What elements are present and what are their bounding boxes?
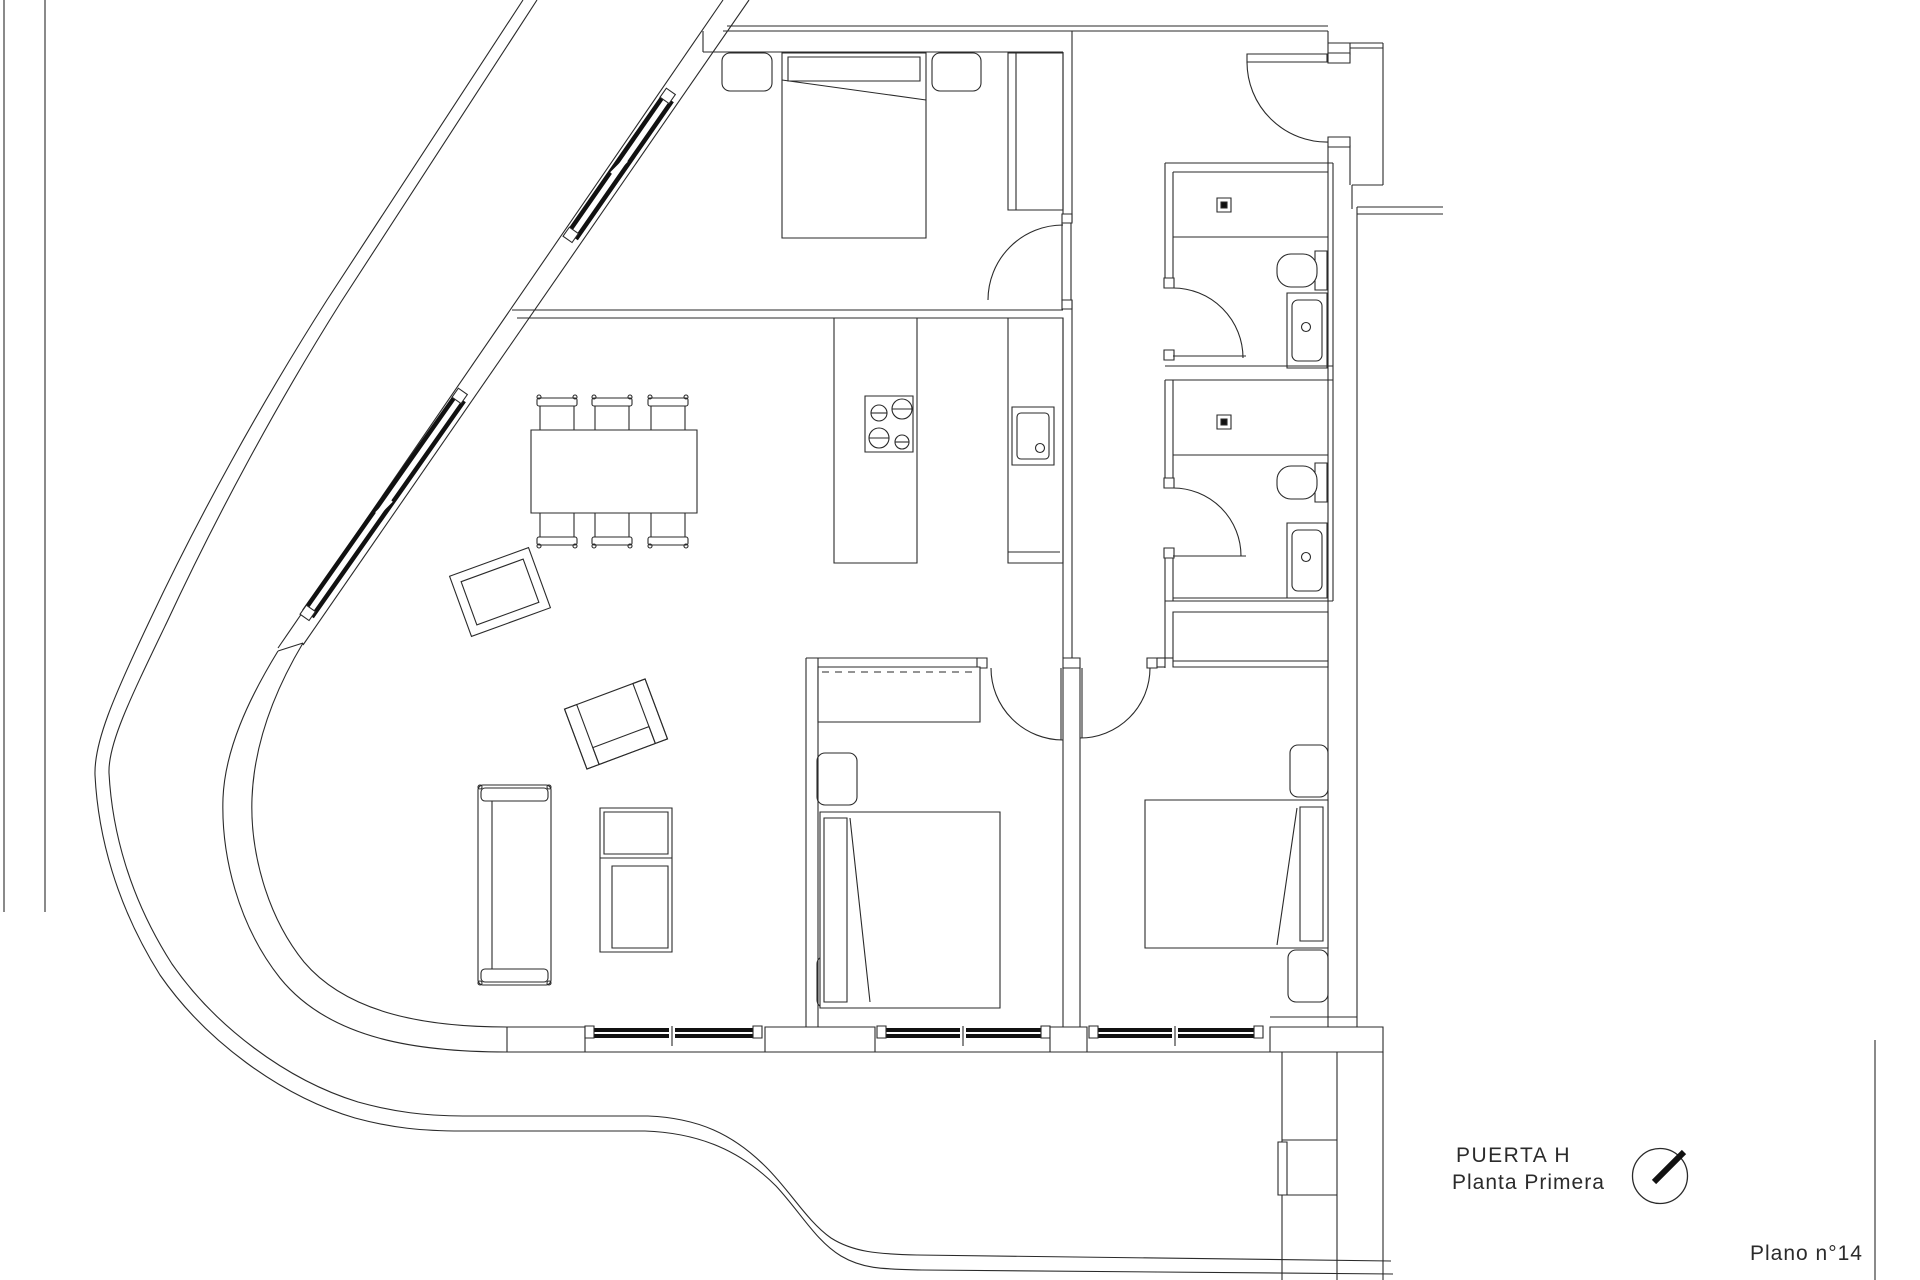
diagonal-window-lower (300, 388, 467, 620)
armchair-1 (450, 548, 551, 637)
dining-chairs-bottom (537, 513, 688, 548)
bedroom-1-door-arc (988, 225, 1063, 300)
stair-shaft (1278, 1052, 1383, 1280)
kitchen (531, 318, 1063, 563)
toilet (1277, 463, 1327, 502)
door-label: PUERTA H (1456, 1144, 1572, 1167)
road-edge-curves (4, 0, 1393, 1274)
bed-3 (1145, 800, 1328, 948)
bottom-facade (507, 1026, 1383, 1052)
wall-pier (1050, 1027, 1087, 1052)
sink-vanity (1287, 523, 1327, 598)
sofa (478, 785, 551, 985)
kitchen-counter-sink (1008, 318, 1063, 563)
nightstand (817, 753, 857, 805)
bathroom-2 (1164, 380, 1333, 668)
wardrobe-3 (1173, 612, 1328, 667)
closet-1 (1008, 53, 1063, 210)
nightstand (1290, 745, 1328, 797)
plan-number-label: Plano n°14 (1750, 1242, 1863, 1265)
terrace-edge-curves (223, 643, 507, 1052)
nightstand (1288, 950, 1328, 1002)
nightstand (722, 53, 772, 91)
corridor-walls (1063, 318, 1072, 658)
living-room (450, 548, 672, 985)
wall-pier (1270, 1027, 1383, 1052)
bathroom-1-door-arc (1173, 288, 1243, 358)
toilet (1277, 251, 1327, 290)
armchair-2 (565, 679, 668, 769)
dining-table (531, 430, 697, 513)
bedroom-1 (512, 31, 1072, 318)
window-strip (593, 1030, 1255, 1036)
bed-2 (820, 812, 1000, 1008)
kitchen-island (834, 318, 917, 563)
north-compass-icon (1633, 1149, 1688, 1204)
diagonal-window-upper (563, 88, 675, 242)
tv-unit (600, 808, 672, 952)
bathroom-1 (1164, 163, 1333, 380)
bedroom-2 (806, 658, 1063, 1028)
floor-label: Planta Primera (1452, 1171, 1605, 1194)
bedroom-3-door-arc (1080, 668, 1150, 738)
nightstand (932, 53, 981, 91)
entry-door (1247, 53, 1350, 147)
wall-pier (765, 1027, 875, 1052)
dining-table-set (531, 395, 697, 548)
dining-chairs-top (537, 395, 688, 430)
wardrobe-2 (818, 667, 980, 722)
bedroom-3 (1063, 612, 1328, 1028)
bed-1 (722, 53, 981, 238)
top-wall (703, 26, 1328, 52)
bedroom-2-door-arc (991, 668, 1063, 740)
bathroom-2-door-arc (1173, 488, 1241, 556)
sink-vanity (1287, 293, 1327, 368)
